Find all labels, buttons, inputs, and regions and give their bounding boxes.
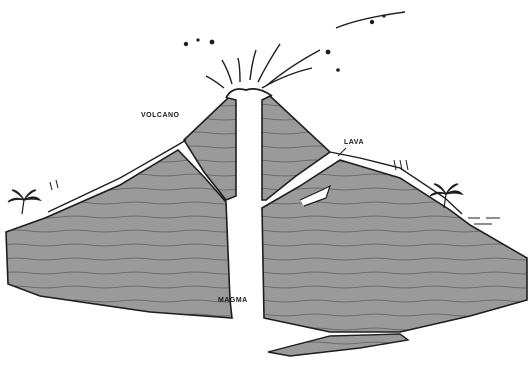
eruption-plume xyxy=(206,12,405,88)
label-lava: LAVA xyxy=(344,139,364,146)
left-rock-layer xyxy=(6,150,232,318)
bottom-rock-layer xyxy=(268,334,408,356)
ejected-rocks xyxy=(184,14,386,71)
label-magma: MAGMA xyxy=(218,297,248,304)
right-rock-layer xyxy=(262,160,527,332)
water-lines xyxy=(468,218,500,224)
palm-tree-left-icon xyxy=(8,190,40,214)
crater-rim xyxy=(226,89,272,98)
label-volcano: VOLCANO xyxy=(141,112,180,119)
